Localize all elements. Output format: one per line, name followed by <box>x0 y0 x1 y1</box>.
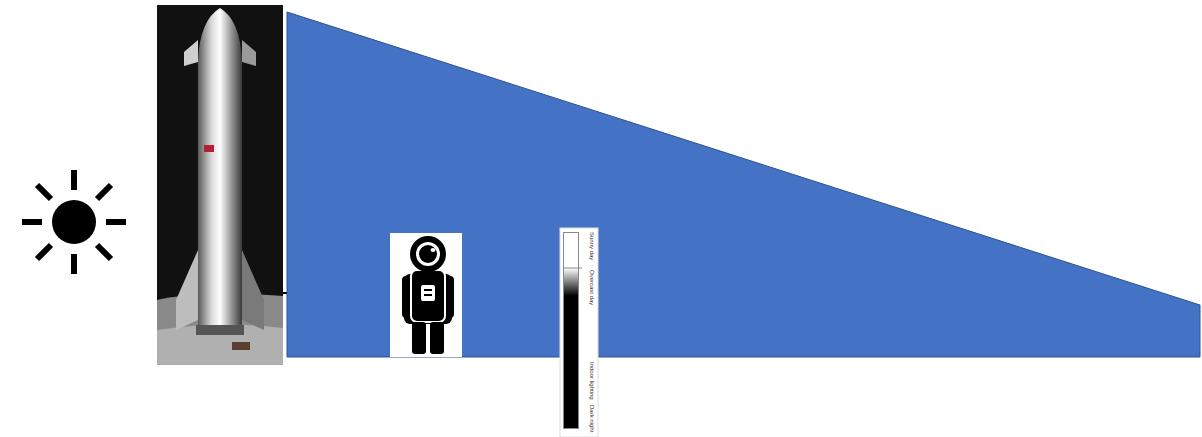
shadow-region <box>287 12 1200 357</box>
sun-symbol <box>22 170 126 274</box>
rocket-photo <box>157 5 283 365</box>
scale-label: Dark night <box>588 405 595 432</box>
scale-label: Sunny day <box>588 232 595 260</box>
scale-label: Indoor lighting <box>588 362 595 400</box>
astronaut-icon <box>390 233 462 357</box>
brightness-scale <box>560 228 598 437</box>
scale-label: Overcast day <box>588 270 595 305</box>
